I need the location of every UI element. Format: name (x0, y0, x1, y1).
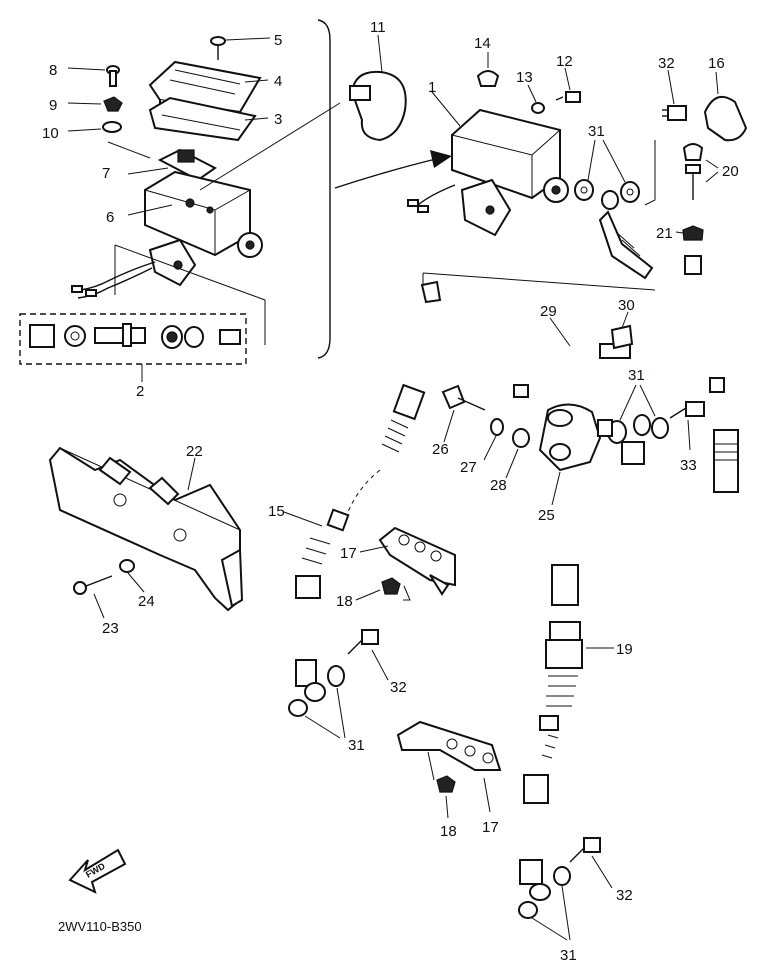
callout-31-a: 31 (588, 123, 605, 140)
part-17-hose-clamp-upper (378, 526, 456, 596)
callout-14: 14 (474, 35, 491, 52)
callout-30: 30 (618, 297, 635, 314)
callout-6: 6 (106, 209, 114, 226)
brake-hose-fitting (598, 210, 654, 280)
part-31-gaskets-mid (607, 414, 669, 444)
master-cylinder-body (144, 170, 263, 287)
callout-9: 9 (49, 97, 57, 114)
callout-17-a: 17 (340, 545, 357, 562)
callout-32-b: 32 (390, 679, 407, 696)
part-31-gaskets-upper (574, 179, 640, 210)
callout-25: 25 (538, 507, 555, 524)
callout-29: 29 (540, 303, 557, 320)
callout-23: 23 (102, 620, 119, 637)
part-28-washer (512, 428, 530, 448)
callout-5: 5 (274, 32, 282, 49)
callout-28: 28 (490, 477, 507, 494)
part-32-union-bolt-bottom (569, 837, 601, 863)
callout-8: 8 (49, 62, 57, 79)
part-24-washer (119, 559, 135, 573)
part-2-repair-kit (19, 313, 247, 382)
callout-19: 19 (616, 641, 633, 658)
assembly-arrow (334, 150, 452, 189)
callout-24: 24 (138, 593, 155, 610)
part-18-nut-lower (436, 775, 456, 793)
part-21-nut (682, 225, 704, 241)
divider-bracket (317, 19, 331, 359)
brake-hose-edge (713, 429, 739, 493)
part-31-gaskets-bottom (518, 866, 571, 919)
part-31-gaskets-lower-left (288, 665, 345, 717)
callout-18-a: 18 (336, 593, 353, 610)
part-27-washer (490, 418, 504, 436)
switch-wires (71, 261, 156, 299)
callout-32-a: 32 (658, 55, 675, 72)
part-30-clip (610, 311, 634, 350)
callout-15: 15 (268, 503, 285, 520)
part-7-piston-boot (157, 148, 217, 182)
callout-31-d: 31 (560, 947, 577, 964)
part-16-rubber-cover (703, 95, 748, 142)
part-9-nut (103, 96, 123, 112)
part-26-bolt (441, 384, 486, 411)
callout-31-c: 31 (348, 737, 365, 754)
part-15-brake-hose-left (295, 280, 442, 702)
part-5-screw (210, 36, 226, 60)
part-17-hose-clamp-lower (396, 720, 502, 771)
part-23-bolt (73, 575, 113, 595)
callout-18-b: 18 (440, 823, 457, 840)
part-14-cap (476, 70, 500, 87)
part-33-union-bolt (669, 401, 705, 419)
forward-direction-arrow: FWD (68, 848, 127, 894)
callout-7: 7 (102, 165, 110, 182)
part-3-diaphragm-plate (148, 96, 257, 142)
part-22-protector (48, 446, 244, 612)
callout-27: 27 (460, 459, 477, 476)
callout-33: 33 (680, 457, 697, 474)
callout-17-b: 17 (482, 819, 499, 836)
callout-10: 10 (42, 125, 59, 142)
part-12-bolt (555, 91, 581, 103)
part-29-brake-pipe (493, 317, 725, 398)
part-32-union-bolt-mid (347, 629, 379, 655)
callout-4: 4 (274, 73, 282, 90)
part-1-master-cylinder (407, 108, 569, 237)
part-10-washer (102, 121, 122, 133)
callout-1: 1 (428, 79, 436, 96)
part-11-holder-clamp (349, 34, 407, 142)
callout-16: 16 (708, 55, 725, 72)
callout-26: 26 (432, 441, 449, 458)
part-32-union-bolt-top (662, 105, 687, 121)
callout-13: 13 (516, 69, 533, 86)
part-8-bolt (106, 65, 120, 87)
callout-20: 20 (722, 163, 739, 180)
brake-pipe-right (648, 246, 702, 374)
part-25-hose-joint (538, 403, 613, 472)
part-18-nut-upper (381, 577, 401, 595)
callout-21: 21 (656, 225, 673, 242)
part-13-washer (531, 102, 545, 114)
callout-11: 11 (370, 19, 386, 36)
part-20-bleed-screw (682, 143, 704, 200)
right-master-cylinder-group (407, 52, 748, 374)
callout-12: 12 (556, 53, 573, 70)
callout-31-b: 31 (628, 367, 645, 384)
callout-3: 3 (274, 111, 282, 128)
callout-32-c: 32 (616, 887, 633, 904)
callout-22: 22 (186, 443, 203, 460)
master-cylinder-exploded-group (67, 36, 341, 345)
part-19-brake-hose-right (519, 441, 645, 901)
diagram-code: 2WV110-B350 (58, 919, 142, 934)
callout-2: 2 (136, 383, 144, 400)
